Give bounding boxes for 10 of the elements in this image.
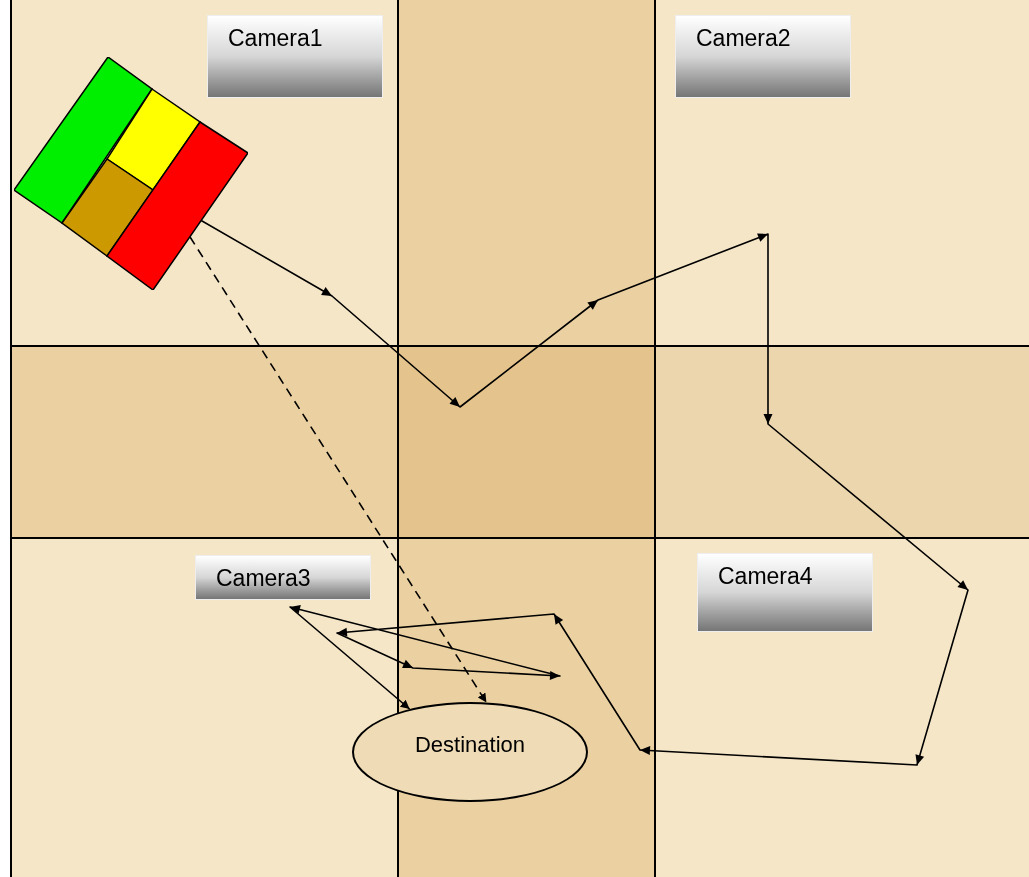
camera-label-box [697, 553, 873, 632]
robot-drawing [14, 57, 248, 290]
camera-label-box [207, 15, 383, 98]
camera-name: Camera3 [216, 564, 312, 592]
camera-label-box [195, 555, 371, 600]
camera-name: Camera1 [228, 24, 324, 52]
camera-name: Camera4 [718, 562, 814, 590]
camera-name: Camera2 [696, 24, 792, 52]
camera-label-box [675, 15, 851, 98]
destination-label: Destination [414, 730, 526, 759]
